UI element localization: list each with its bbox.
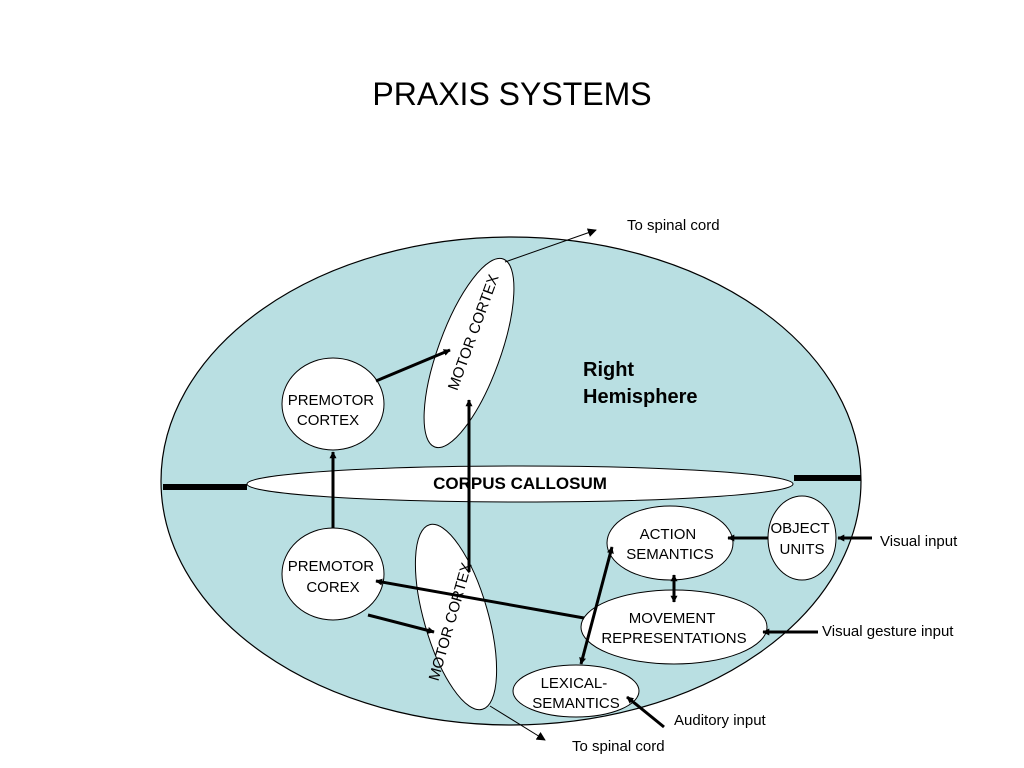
to-spinal-cord-top-label: To spinal cord [627,217,720,234]
action-semantics-label: ACTION SEMANTICS [626,526,714,563]
right-hemisphere-label: Right Hemisphere [583,359,698,408]
visual-gesture-input-label: Visual gesture input [822,623,954,640]
to-spinal-cord-bottom-label: To spinal cord [572,738,665,755]
arrow-premotor-right-to-motor-right [375,348,451,383]
premotor-cortex-right-label: PREMOTOR CORTEX [288,392,379,429]
action-semantics-node [606,505,734,581]
arrow-to-spinal-cord-top [504,228,597,263]
premotor-cortex-right-node [281,357,385,451]
motor-cortex-left-node [414,523,498,711]
lexical-semantics-label: LEXICAL- SEMANTICS [532,675,620,712]
object-units-node [767,495,837,581]
auditory-input-label: Auditory input [674,712,767,729]
motor-cortex-right-node [423,257,515,449]
movement-representations-label: MOVEMENT REPRESENTATIONS [601,610,746,647]
corpus-callosum-label: CORPUS CALLOSUM [433,474,607,493]
page-title: PRAXIS SYSTEMS [372,76,652,112]
arrow-auditory-input [626,695,665,729]
corpus-callosum-node [246,465,794,503]
visual-input-label: Visual input [880,533,958,550]
arrow-premotor-left-to-motor-left [367,613,435,634]
arrow-action-lexical-bidirectional [579,546,614,665]
lexical-semantics-node [512,664,640,718]
arrow-to-spinal-cord-bottom [489,705,546,741]
arrow-movement-to-premotor-left [375,578,585,620]
object-units-label: OBJECT UNITS [770,520,833,558]
premotor-cortex-left-label: PREMOTOR COREX [288,558,379,596]
